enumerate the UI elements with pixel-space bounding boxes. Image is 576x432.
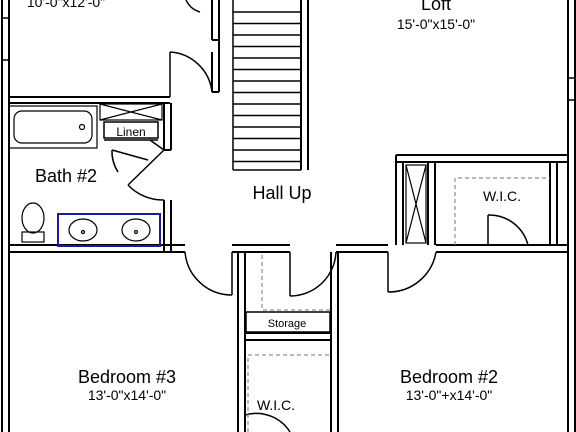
bath-fixtures [8, 103, 163, 247]
loft-dims: 15'-0"x15'-0" [397, 16, 475, 32]
doors [111, 0, 529, 432]
bedroom2-dims: 13'-0"+x14'-0" [406, 387, 493, 403]
storage-box [245, 311, 331, 333]
wic-bottom-label: W.I.C. [257, 397, 295, 413]
stair [232, 0, 301, 171]
closet-shelves [247, 177, 550, 432]
loft-name: Loft [421, 0, 451, 14]
linen-closet [103, 121, 165, 151]
bedroom2-name: Bedroom #2 [400, 367, 498, 387]
loft-shelf-unit [405, 164, 427, 244]
linen-label: Linen [116, 125, 145, 139]
bedroom3-dims: 13'-0"x14'-0" [88, 387, 166, 403]
storage-label: Storage [268, 318, 307, 330]
bedroom3-name: Bedroom #3 [78, 367, 176, 387]
wic-right-label: W.I.C. [483, 188, 521, 204]
window-marks [2, 17, 575, 101]
hall-up-label: Hall Up [252, 183, 311, 203]
bath2-label: Bath #2 [35, 166, 97, 186]
top-left-room-dims: 10'-0"x12'-0" [27, 0, 105, 10]
